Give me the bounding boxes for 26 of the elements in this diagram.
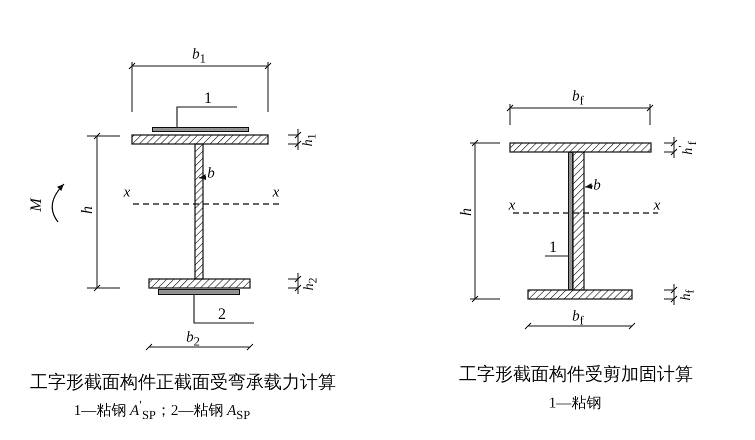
dimension-label: x [654, 198, 660, 214]
dimension-label: h [459, 208, 475, 216]
steel-plate [158, 289, 240, 295]
dimension-label: b [593, 178, 601, 194]
dimension-label: b$_{2}$ [186, 330, 200, 348]
dimension-label: M [29, 198, 45, 212]
leader-line [544, 255, 568, 257]
callout-number: 1 [204, 91, 212, 107]
leader-line [176, 106, 238, 127]
dimension-label: x [124, 186, 130, 200]
legend-note: 1—粘钢 [548, 396, 602, 412]
dimension-label: x [272, 186, 280, 200]
steel-plate [152, 127, 249, 132]
callout-number: 1 [549, 240, 557, 256]
legend-note: 1—粘钢 A$^{′}$$_{SP}$；2—粘钢 A$_{SP}$ [74, 398, 250, 422]
dimension-label: b$_{f}$ [572, 89, 584, 107]
dimension-label: b$_{f}$ [572, 309, 584, 327]
dimension-label: b$_{1}$ [192, 47, 206, 65]
steel-plate [568, 152, 573, 290]
caption: 工字形截面构件受剪加固计算 [459, 365, 693, 383]
dimension-label: x [508, 198, 516, 214]
leader-line [193, 295, 255, 324]
dimension-label: h [80, 206, 96, 214]
dimension-label: b [207, 166, 215, 182]
callout-number: 2 [218, 307, 226, 323]
caption: 工字形截面构件正截面受弯承载力计算 [30, 373, 336, 391]
